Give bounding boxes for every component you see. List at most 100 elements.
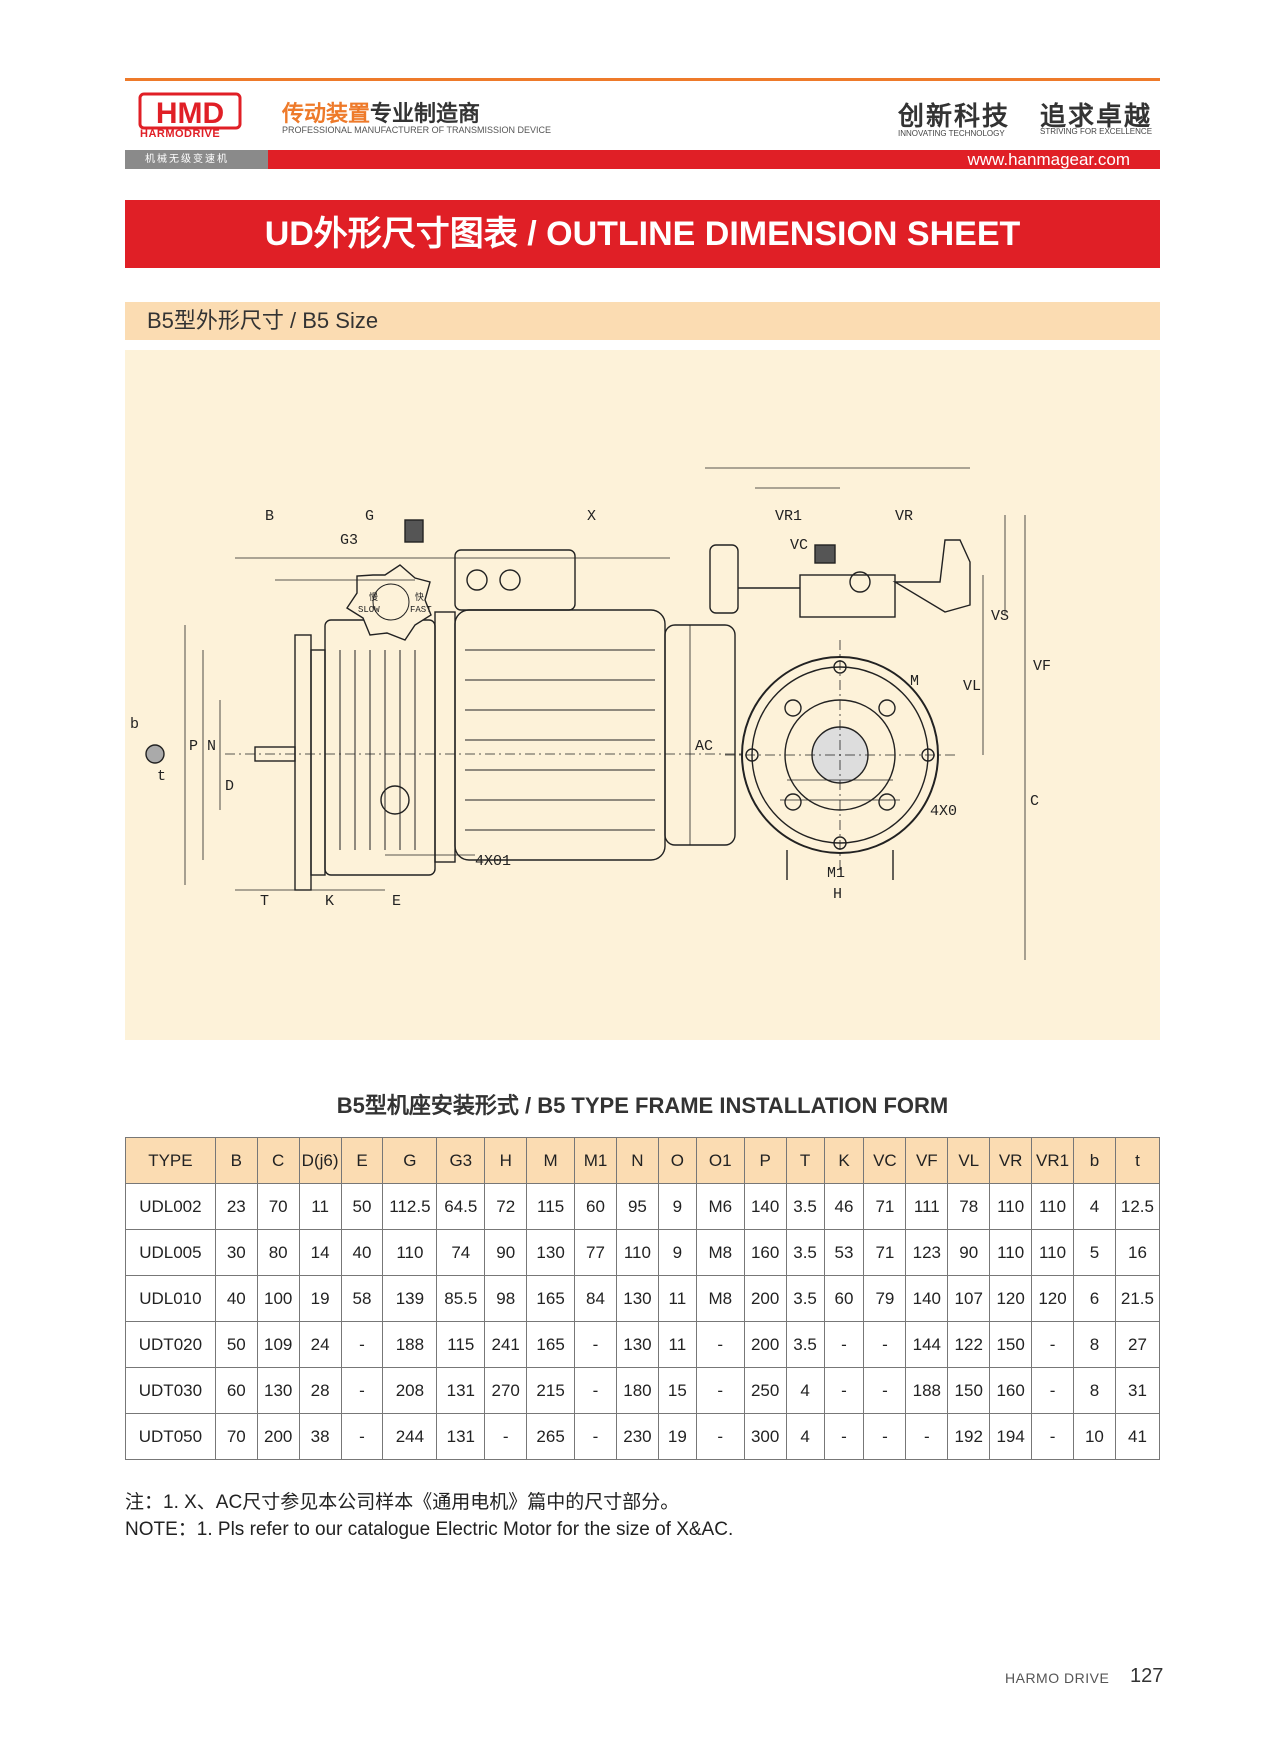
table-cell: 112.5	[382, 1183, 438, 1230]
table-cell: 192	[947, 1413, 991, 1460]
table-cell: -	[340, 1367, 384, 1414]
table-cell: 16	[1114, 1229, 1161, 1276]
label-vr: VR	[895, 508, 913, 525]
table-cell: 9	[657, 1183, 697, 1230]
table-cell: -	[823, 1321, 865, 1368]
table-cell: 40	[214, 1275, 258, 1322]
table-cell: 60	[823, 1275, 865, 1322]
table-cell: 115	[436, 1321, 486, 1368]
table-cell: 111	[905, 1183, 949, 1230]
label-t-lower: t	[157, 768, 166, 785]
table-cell: 4	[785, 1413, 825, 1460]
table-cell: 188	[905, 1367, 949, 1414]
table-cell: 6	[1072, 1275, 1116, 1322]
table-cell: UDL002	[125, 1183, 216, 1230]
label-m1: M1	[827, 865, 845, 882]
slogan-en: PROFESSIONAL MANUFACTURER OF TRANSMISSIO…	[282, 125, 552, 135]
table-header-cell: G	[382, 1137, 438, 1184]
table-cell: 150	[947, 1367, 991, 1414]
table-header-cell: t	[1114, 1137, 1161, 1184]
table-cell: 11	[657, 1321, 697, 1368]
table-header-cell: O1	[695, 1137, 745, 1184]
note-en: NOTE：1. Pls refer to our catalogue Elect…	[125, 1519, 734, 1540]
terminal-box	[454, 549, 576, 611]
table-cell: 120	[1031, 1275, 1074, 1322]
table-cell: 200	[743, 1321, 787, 1368]
label-knob-slow-cn: 慢	[369, 591, 378, 603]
motto-striving-en: STRIVING FOR EXCELLENCE	[1040, 127, 1153, 136]
table-cell: 38	[298, 1413, 342, 1460]
flange-shape	[294, 634, 312, 891]
table-header-cell: O	[657, 1137, 697, 1184]
label-b-upper: B	[265, 508, 274, 525]
label-k: K	[325, 893, 334, 910]
label-m: M	[910, 673, 919, 690]
table-cell: UDL010	[125, 1275, 216, 1322]
table-cell: 24	[298, 1321, 342, 1368]
table-cell: 4	[1072, 1183, 1116, 1230]
table-header-cell: VR	[989, 1137, 1033, 1184]
table-cell: 30	[214, 1229, 258, 1276]
table-cell: 139	[382, 1275, 438, 1322]
gear-body	[324, 619, 436, 876]
table-cell: -	[484, 1413, 528, 1460]
table-header-cell: T	[785, 1137, 825, 1184]
table-cell: 19	[298, 1275, 342, 1322]
website-link[interactable]: www.hanmagear.com	[268, 150, 1160, 169]
label-knob-fast: FAST	[410, 605, 432, 615]
table-cell: 110	[615, 1229, 659, 1276]
table-header-cell: K	[823, 1137, 865, 1184]
page-title: UD外形尺寸图表 / OUTLINE DIMENSION SHEET	[125, 200, 1160, 268]
table-cell: 123	[905, 1229, 949, 1276]
table-cell: -	[905, 1413, 949, 1460]
table-cell: 200	[256, 1413, 300, 1460]
table-cell: -	[695, 1367, 745, 1414]
table-cell: 200	[743, 1275, 787, 1322]
label-n: N	[207, 738, 216, 755]
table-cell: 110	[989, 1183, 1033, 1230]
table-cell: 60	[214, 1367, 258, 1414]
label-c: C	[1030, 793, 1039, 810]
table-header-cell: M	[526, 1137, 576, 1184]
table-cell: 160	[743, 1229, 787, 1276]
table-cell: 31	[1114, 1367, 1161, 1414]
fan-cover	[664, 624, 736, 846]
table-cell: -	[695, 1413, 745, 1460]
table-cell: 72	[484, 1183, 528, 1230]
table-cell: 84	[574, 1275, 617, 1322]
table-cell: M6	[695, 1183, 745, 1230]
table-cell: 11	[657, 1275, 697, 1322]
table-cell: 79	[863, 1275, 907, 1322]
table-cell: -	[695, 1321, 745, 1368]
table-header-cell: E	[340, 1137, 384, 1184]
motor-body	[454, 609, 666, 861]
table-cell: -	[574, 1413, 617, 1460]
table-cell: 110	[382, 1229, 438, 1276]
table-cell: 130	[256, 1367, 300, 1414]
label-b-lower: b	[130, 716, 139, 733]
table-cell: 50	[214, 1321, 258, 1368]
section-heading: B5型外形尺寸 / B5 Size	[125, 302, 1160, 340]
table-cell: 50	[340, 1183, 384, 1230]
table-header-cell: TYPE	[125, 1137, 216, 1184]
technical-drawing-svg: B G X G3 b t P N D AC T K E 4X01 SLOW FA…	[130, 467, 1051, 960]
table-cell: 5	[1072, 1229, 1116, 1276]
table-cell: UDT030	[125, 1367, 216, 1414]
table-cell: 250	[743, 1367, 787, 1414]
table-cell: 194	[989, 1413, 1033, 1460]
table-cell: 107	[947, 1275, 991, 1322]
table-header-cell: P	[743, 1137, 787, 1184]
table-cell: 21.5	[1114, 1275, 1161, 1322]
label-vl: VL	[963, 678, 981, 695]
table-cell: 14	[298, 1229, 342, 1276]
label-t-upper: T	[260, 893, 269, 910]
handwheel-left	[709, 544, 739, 614]
table-cell: 122	[947, 1321, 991, 1368]
table-cell: 3.5	[785, 1229, 825, 1276]
front-flange-circle	[741, 656, 939, 854]
label-p: P	[189, 738, 198, 755]
table-cell: 265	[526, 1413, 576, 1460]
table-header-cell: H	[484, 1137, 528, 1184]
